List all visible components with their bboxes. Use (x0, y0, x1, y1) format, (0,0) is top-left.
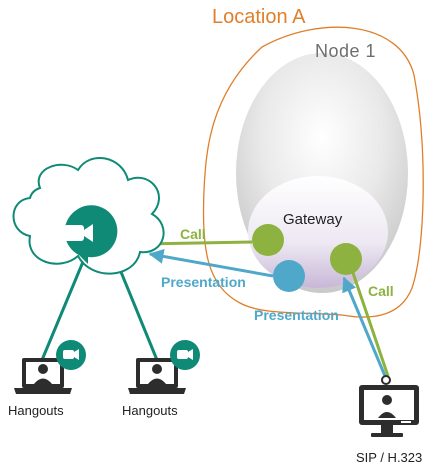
node-title: Node 1 (315, 41, 376, 61)
call-link-sip (350, 269, 390, 377)
presentation-label-cloud: Presentation (161, 274, 246, 290)
location-boundary (202, 26, 424, 318)
call-label-sip: Call (368, 283, 394, 299)
hangouts-meet-icon (170, 340, 200, 370)
location-title: Location A (212, 6, 306, 28)
laptop-user-icon (14, 358, 72, 394)
call-port-left (252, 224, 284, 256)
presentation-link-cloud (148, 248, 274, 278)
hangouts-meet-icon (56, 340, 86, 370)
gateway-label: Gateway (283, 211, 343, 228)
hangouts-meet-icon (64, 205, 118, 264)
hangouts-1-link (40, 244, 92, 361)
call-port-right (330, 243, 362, 275)
call-label-cloud: Call (180, 226, 206, 242)
hangouts-label-2: Hangouts (122, 403, 178, 418)
sip-label: SIP / H.323 (356, 450, 422, 465)
hangouts-label-1: Hangouts (8, 403, 64, 418)
laptop-user-icon (128, 358, 186, 394)
presentation-link-sip (342, 276, 387, 377)
presentation-port (273, 260, 305, 292)
monitor-user-icon (359, 375, 419, 437)
presentation-label-sip: Presentation (254, 307, 339, 323)
